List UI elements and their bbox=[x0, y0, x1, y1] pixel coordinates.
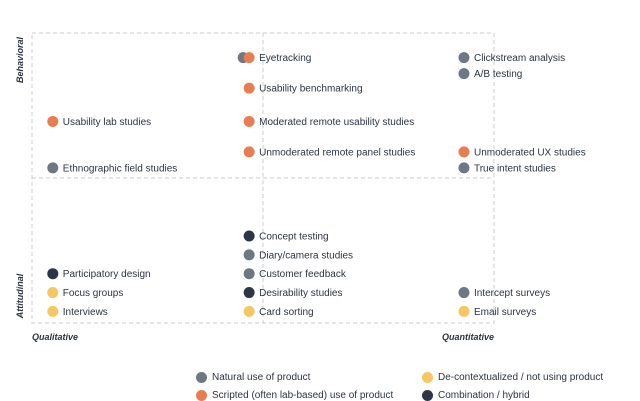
point-diary-camera-studies: Diary/camera studies bbox=[243, 249, 353, 261]
point-label: Ethnographic field studies bbox=[63, 163, 178, 174]
point-marker-decontextualized bbox=[458, 305, 470, 317]
point-marker-natural bbox=[458, 52, 470, 64]
legend-dot-scripted bbox=[196, 390, 207, 401]
point-unmoderated-ux-studies: Unmoderated UX studies bbox=[458, 146, 586, 158]
legend-label-natural: Natural use of product bbox=[212, 372, 311, 383]
point-usability-benchmarking: Usability benchmarking bbox=[243, 82, 363, 95]
point-customer-feedback: Customer feedback bbox=[243, 268, 347, 280]
legend-item-scripted: Scripted (often lab-based) use of produc… bbox=[196, 390, 393, 401]
point-marker-scripted bbox=[243, 115, 255, 127]
point-card-sorting: Card sorting bbox=[243, 305, 314, 318]
point-moderated-remote-usability-studies: Moderated remote usability studies bbox=[243, 115, 414, 128]
point-focus-groups: Focus groups bbox=[47, 287, 123, 299]
point-concept-testing: Concept testing bbox=[243, 230, 329, 243]
point-marker-combination bbox=[47, 268, 59, 280]
point-label: Eyetracking bbox=[259, 53, 311, 64]
point-marker-natural bbox=[47, 162, 59, 174]
point-marker-scripted bbox=[243, 82, 255, 94]
point-label: Desirability studies bbox=[259, 288, 342, 299]
point-marker-combination bbox=[243, 230, 255, 242]
point-label: A/B testing bbox=[474, 69, 522, 80]
point-label: Focus groups bbox=[63, 288, 124, 299]
point-label: Participatory design bbox=[63, 269, 151, 280]
point-interviews: Interviews bbox=[47, 305, 108, 318]
point-marker-natural bbox=[458, 287, 470, 299]
point-marker-scripted bbox=[243, 146, 255, 158]
legend-dot-natural bbox=[196, 372, 207, 383]
x-axis-left-label: Qualitative bbox=[32, 332, 78, 342]
legend-item-decontextualized: De-contextualized / not using product bbox=[422, 372, 603, 383]
point-marker-scripted bbox=[243, 52, 255, 64]
point-marker-scripted bbox=[47, 115, 59, 127]
point-marker-natural bbox=[243, 249, 255, 261]
legend-item-natural: Natural use of product bbox=[196, 372, 310, 383]
landscape-chart: Behavioral Attitudinal Qualitative Quant… bbox=[15, 32, 586, 342]
point-label: Moderated remote usability studies bbox=[259, 117, 414, 128]
point-marker-natural bbox=[458, 68, 470, 80]
point-true-intent-studies: True intent studies bbox=[458, 162, 556, 174]
point-label: Concept testing bbox=[259, 232, 329, 243]
legend-label-decontextualized: De-contextualized / not using product bbox=[438, 372, 604, 383]
point-label: Interviews bbox=[63, 307, 108, 318]
point-label: Unmoderated UX studies bbox=[474, 147, 586, 158]
point-ethnographic-field-studies: Ethnographic field studies bbox=[47, 162, 177, 174]
point-clickstream-analysis: Clickstream analysis bbox=[458, 52, 565, 64]
legend-label-scripted: Scripted (often lab-based) use of produc… bbox=[212, 390, 394, 401]
point-label: True intent studies bbox=[474, 163, 556, 174]
point-desirability-studies: Desirability studies bbox=[243, 287, 343, 299]
point-marker-combination bbox=[243, 287, 255, 299]
point-label: Card sorting bbox=[259, 307, 313, 318]
point-participatory-design: Participatory design bbox=[47, 268, 151, 280]
y-axis-bottom-label: Attitudinal bbox=[15, 273, 25, 319]
point-marker-natural bbox=[458, 162, 470, 174]
point-label: Usability lab studies bbox=[63, 117, 151, 128]
point-intercept-surveys: Intercept surveys bbox=[458, 287, 550, 299]
point-marker-natural bbox=[243, 268, 255, 280]
x-axis-right-label: Quantitative bbox=[442, 332, 494, 342]
y-axis-top-label: Behavioral bbox=[15, 36, 25, 83]
point-label: Clickstream analysis bbox=[474, 53, 565, 64]
point-unmoderated-remote-panel-studies: Unmoderated remote panel studies bbox=[243, 146, 415, 158]
legend-label-combination: Combination / hybrid bbox=[438, 390, 530, 401]
point-marker-decontextualized bbox=[243, 305, 255, 317]
point-label: Usability benchmarking bbox=[259, 84, 362, 95]
point-label: Customer feedback bbox=[259, 269, 347, 280]
point-usability-lab-studies: Usability lab studies bbox=[47, 115, 151, 128]
point-label: Intercept surveys bbox=[474, 288, 550, 299]
point-a-b-testing: A/B testing bbox=[458, 68, 522, 80]
point-label: Email surveys bbox=[474, 307, 536, 318]
point-label: Diary/camera studies bbox=[259, 250, 353, 261]
point-marker-decontextualized bbox=[47, 305, 59, 317]
legend-dot-decontextualized bbox=[422, 372, 433, 383]
legend-item-combination: Combination / hybrid bbox=[422, 390, 530, 401]
legend-dot-combination bbox=[422, 390, 433, 401]
point-label: Unmoderated remote panel studies bbox=[259, 147, 415, 158]
point-email-surveys: Email surveys bbox=[458, 305, 536, 318]
point-marker-scripted bbox=[458, 146, 470, 158]
point-eyetracking: Eyetracking bbox=[237, 52, 311, 64]
legend: Natural use of product De-contextualized… bbox=[196, 372, 636, 401]
point-marker-decontextualized bbox=[47, 287, 59, 299]
